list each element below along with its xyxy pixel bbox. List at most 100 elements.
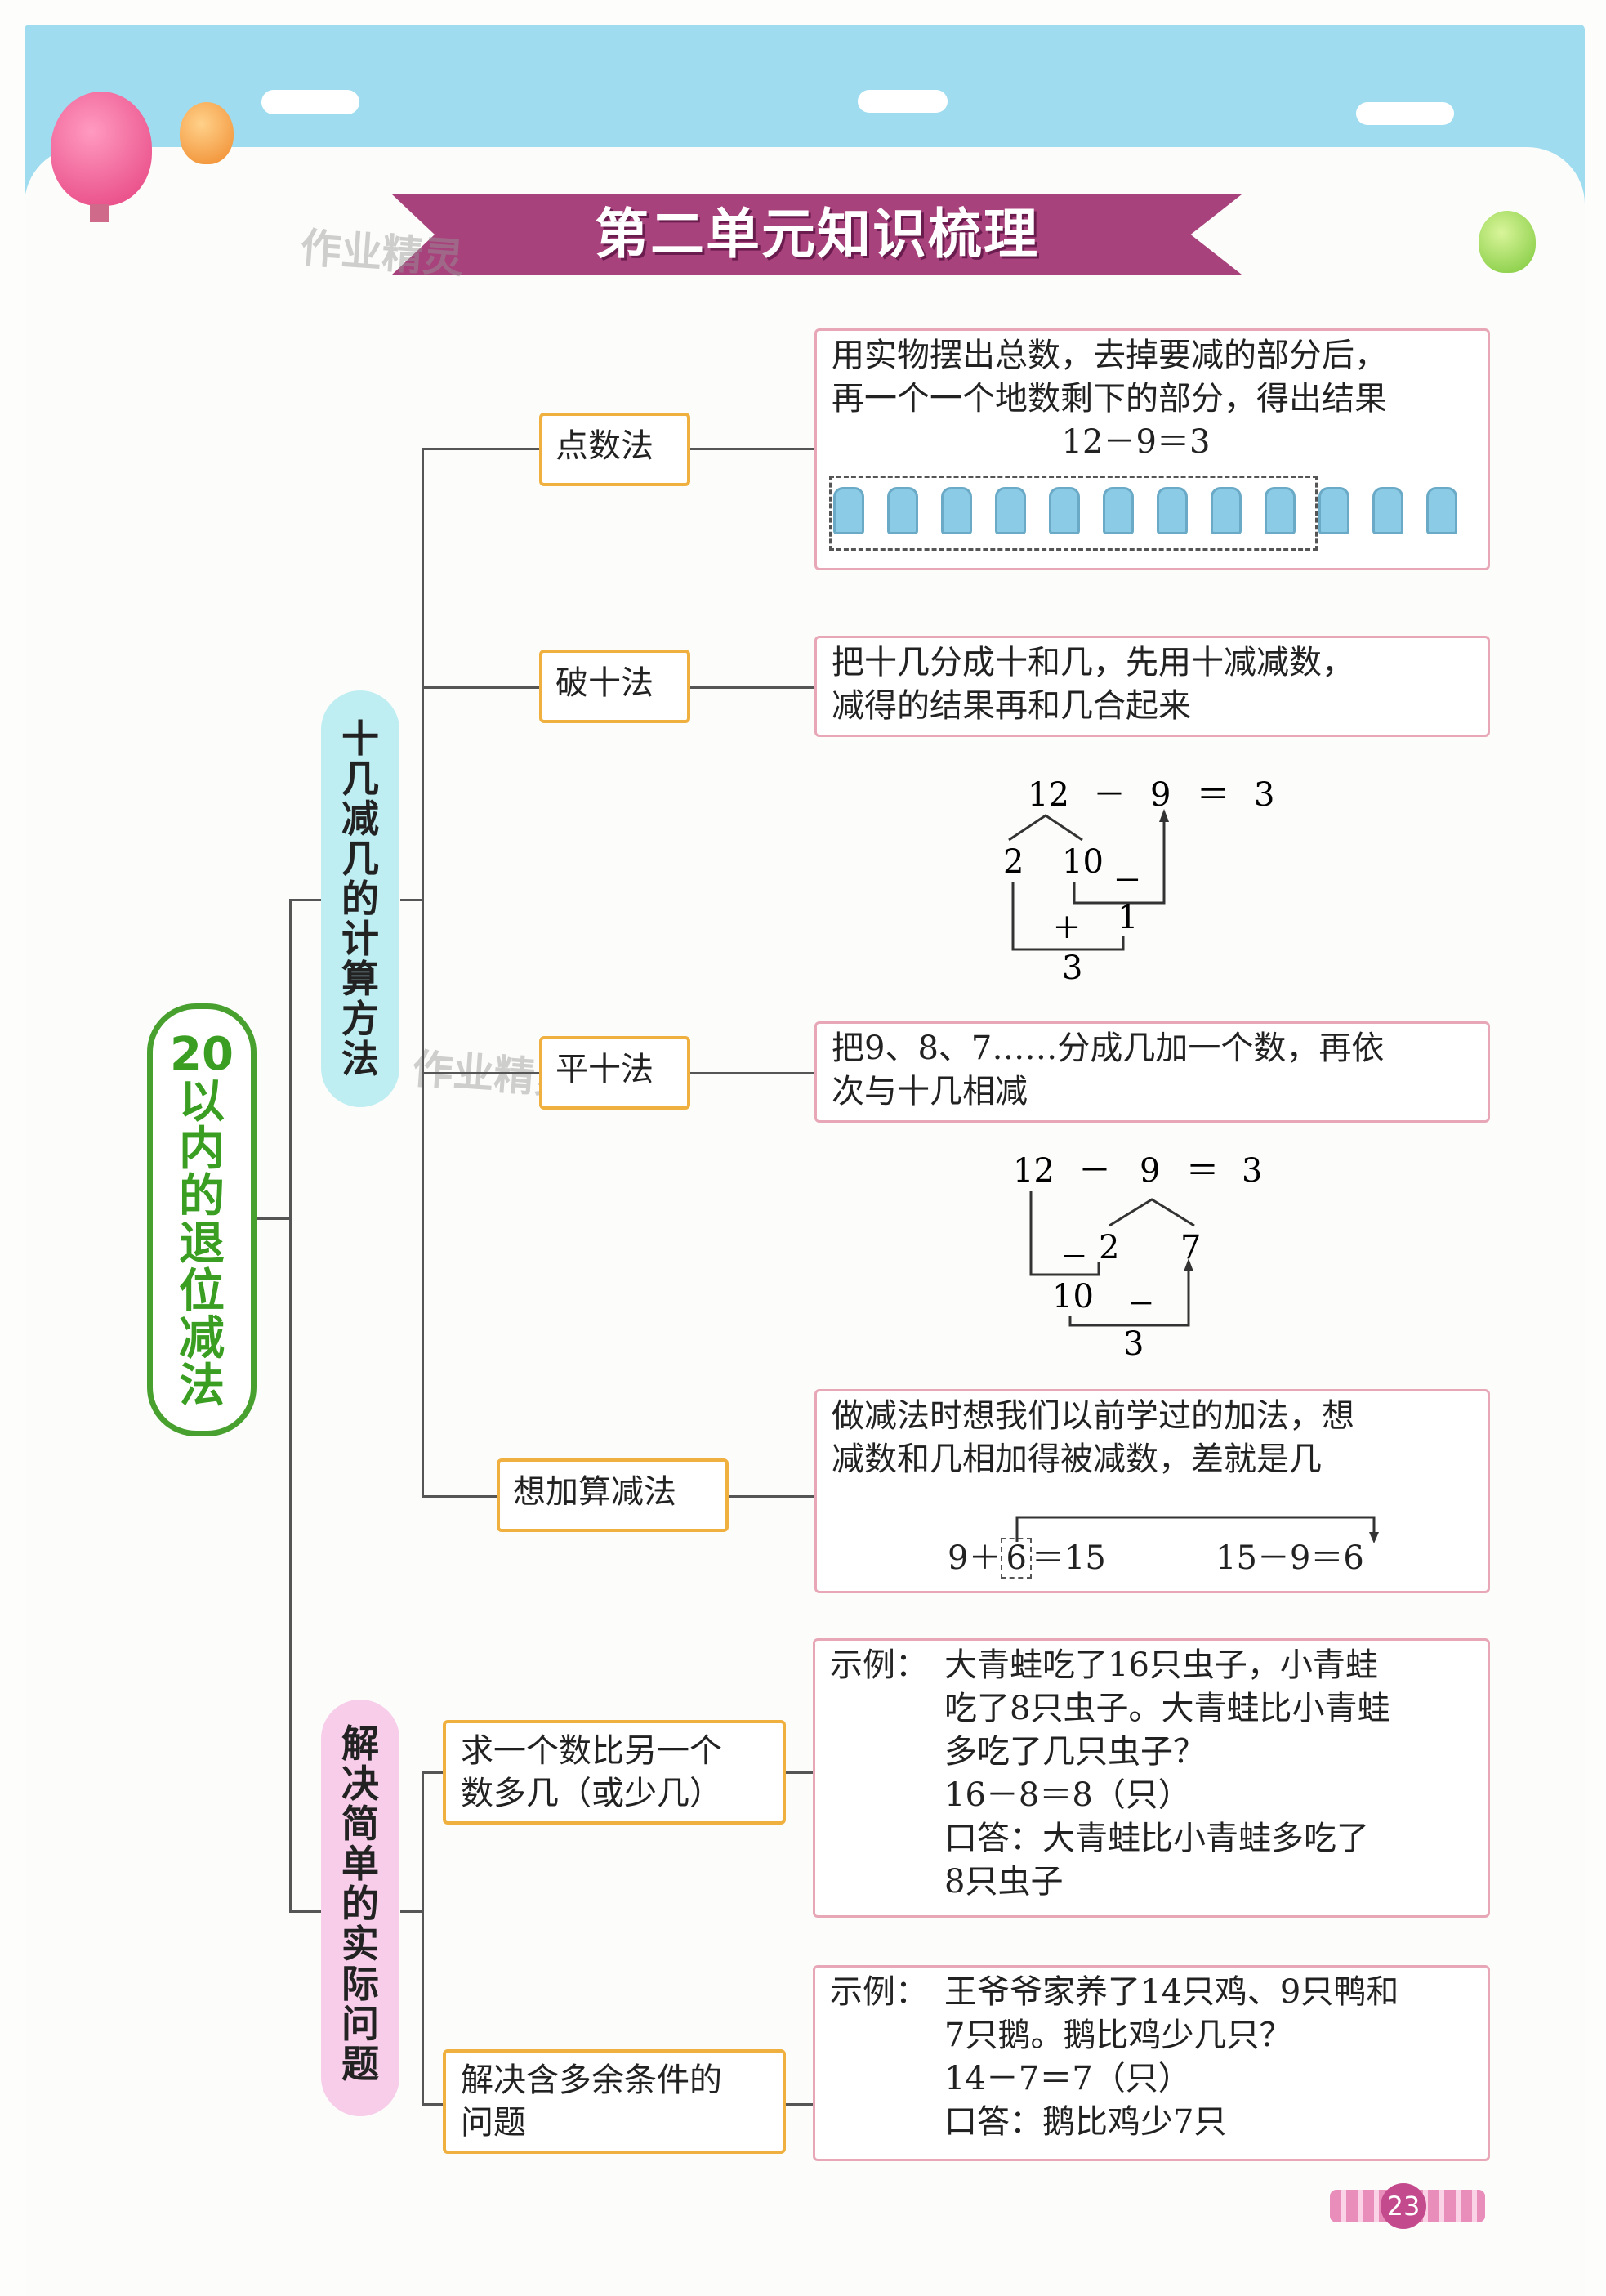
cup-icon bbox=[1103, 487, 1134, 534]
pingshi-sum-line bbox=[1068, 1266, 1190, 1327]
pingshi-minuend: 12 bbox=[1013, 1152, 1055, 1190]
pingshi-equals: ＝ bbox=[1186, 1152, 1219, 1190]
connector-line bbox=[422, 1771, 443, 1774]
method-node-poshi: 破十法 bbox=[539, 650, 690, 723]
title-banner bbox=[392, 194, 1242, 275]
problem1-example-box: 示例： 大青蛙吃了16只虫子，小青蛙 吃了8只虫子。大青蛙比小青蛙 多吃了几只虫… bbox=[813, 1638, 1490, 1918]
cup-icon bbox=[887, 487, 918, 534]
method-node-xiangjia: 想加算减法 bbox=[497, 1458, 729, 1532]
connector-line bbox=[422, 1771, 424, 2105]
connector-line bbox=[289, 899, 322, 901]
problem2-example-box: 示例： 王爷爷家养了14只鸡、9只鸭和 7只鹅。鹅比鸡少几只？ 14－7＝7（只… bbox=[813, 1965, 1490, 2161]
problem-node-compare: 求一个数比另一个数多几（或少几） bbox=[443, 1720, 786, 1825]
pingshi-result: 3 bbox=[1242, 1152, 1262, 1190]
cup-icon bbox=[1372, 487, 1403, 534]
cup-icon bbox=[1211, 487, 1242, 534]
pingshi-sub-sign-2: － bbox=[1127, 1289, 1155, 1321]
poshi-bracket-line bbox=[1073, 817, 1166, 905]
watermark: 作业精灵 bbox=[298, 224, 466, 283]
connector-line bbox=[422, 1072, 539, 1074]
poshi-description-box: 把十几分成十和几，先用十减减数， 减得的结果再和几合起来 bbox=[814, 636, 1490, 737]
problem-node-extra-conditions: 解决含多余条件的问题 bbox=[443, 2049, 786, 2154]
pingshi-ten: 10 bbox=[1052, 1278, 1094, 1316]
split-branch-line bbox=[1109, 1198, 1195, 1227]
xiangjia-addition: 9＋6＝15 bbox=[948, 1538, 1106, 1579]
cup-icon bbox=[1318, 487, 1349, 534]
root-topic-frame bbox=[147, 1003, 257, 1436]
branch-pill-practical-problems bbox=[321, 1700, 399, 2116]
poshi-split-ones: 2 bbox=[1003, 843, 1024, 881]
poshi-diff: 1 bbox=[1118, 899, 1138, 936]
poshi-minuend: 12 bbox=[1028, 776, 1069, 814]
connector-line bbox=[422, 686, 539, 689]
branch-label-calculation-methods: 十几减几的计算方法 bbox=[341, 717, 379, 1081]
poshi-sub-sign: － bbox=[1113, 864, 1142, 898]
page-title: 第二单元知识梳理 bbox=[595, 203, 1039, 266]
cup-icon bbox=[941, 487, 972, 534]
dianshu-equation: 12－9＝3 bbox=[1061, 423, 1211, 461]
pingshi-subtrahend: 9 bbox=[1140, 1152, 1160, 1190]
connector-line bbox=[786, 2103, 814, 2106]
connector-line bbox=[786, 1771, 814, 1774]
xiangjia-arrow bbox=[1015, 1516, 1379, 1543]
pingshi-diagram: 12 － 9 ＝ 3 2 7 － 10 － 3 bbox=[1013, 1152, 1262, 1363]
poshi-minus: － bbox=[1093, 776, 1126, 814]
hot-air-balloon-icon bbox=[51, 92, 152, 206]
connector-line bbox=[289, 899, 292, 1912]
poshi-sum-line bbox=[1011, 882, 1125, 951]
branch-pill-calculation-methods bbox=[321, 690, 399, 1107]
cloud-decoration bbox=[1356, 102, 1454, 125]
removed-cups-dashed-frame bbox=[829, 476, 1318, 551]
connector-line bbox=[422, 448, 424, 1498]
cup-icon bbox=[1157, 487, 1188, 534]
pingshi-part2: 7 bbox=[1180, 1229, 1201, 1266]
poshi-subtrahend: 9 bbox=[1150, 776, 1171, 814]
connector-line bbox=[690, 686, 814, 689]
cups-row bbox=[833, 487, 1479, 539]
pingshi-description-box: 把9、8、7……分成几加一个数，再依 次与十几相减 bbox=[814, 1021, 1490, 1123]
connector-line bbox=[422, 448, 539, 450]
cup-icon bbox=[833, 487, 864, 534]
example-prefix: 示例： bbox=[830, 1973, 928, 2011]
cup-icon bbox=[995, 487, 1026, 534]
cup-icon bbox=[1049, 487, 1080, 534]
poshi-result: 3 bbox=[1254, 776, 1274, 814]
split-branch-line bbox=[1008, 814, 1083, 842]
poshi-split-ten: 10 bbox=[1062, 843, 1104, 881]
connector-line bbox=[289, 1910, 322, 1913]
xiangjia-description-box: 做减法时想我们以前学过的加法，想 减数和几相加得被减数，差就是几 bbox=[814, 1389, 1490, 1593]
dianshu-description-box: 用实物摆出总数，去掉要减的部分后， 再一个一个地数剩下的部分，得出结果 12－9… bbox=[814, 328, 1490, 570]
poshi-equals: ＝ bbox=[1197, 776, 1229, 814]
method-node-dianshu: 点数法 bbox=[539, 413, 690, 486]
missing-addend-box: 6 bbox=[1001, 1538, 1032, 1579]
method-node-pingshi: 平十法 bbox=[539, 1036, 690, 1110]
xiangjia-subtraction: 15－9＝6 bbox=[1216, 1539, 1364, 1577]
poshi-sum: 3 bbox=[1062, 949, 1082, 987]
pingshi-minus: － bbox=[1078, 1152, 1111, 1190]
arrow-head-icon bbox=[1369, 1532, 1379, 1543]
connector-line bbox=[690, 448, 814, 450]
connector-line bbox=[422, 2103, 443, 2106]
connector-line bbox=[400, 899, 423, 901]
connector-line bbox=[690, 1072, 814, 1074]
arrow-head-icon bbox=[1159, 809, 1169, 822]
balloon-basket-icon bbox=[90, 204, 109, 222]
connector-line bbox=[729, 1495, 814, 1498]
branch-label-practical-problems: 解决简单的实际问题 bbox=[341, 1722, 379, 2086]
pingshi-bracket-line bbox=[1029, 1191, 1100, 1276]
cloud-decoration bbox=[858, 90, 948, 113]
arrow-head-icon bbox=[1184, 1258, 1193, 1271]
connector-line bbox=[257, 1217, 289, 1220]
cup-icon bbox=[1426, 487, 1457, 534]
connector-line bbox=[400, 1910, 423, 1913]
pingshi-sum: 3 bbox=[1123, 1325, 1144, 1363]
hot-air-balloon-icon bbox=[180, 102, 234, 164]
pingshi-sub-sign: － bbox=[1060, 1241, 1088, 1274]
pingshi-part1: 2 bbox=[1099, 1229, 1119, 1266]
page-number: 23 bbox=[1381, 2183, 1426, 2229]
hot-air-balloon-icon bbox=[1479, 211, 1536, 273]
example-prefix: 示例： bbox=[830, 1646, 928, 1684]
connector-line bbox=[422, 1495, 497, 1498]
cup-icon bbox=[1265, 487, 1296, 534]
